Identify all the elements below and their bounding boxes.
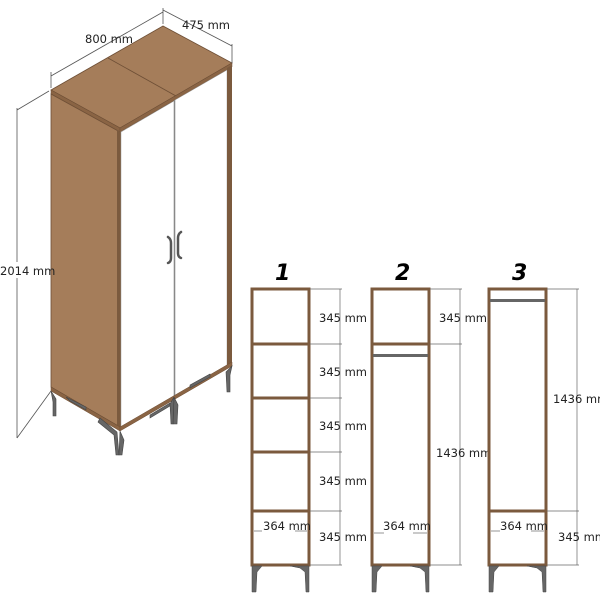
- shelf-height-label: 345 mm: [319, 474, 367, 488]
- section-number: 3: [512, 261, 527, 286]
- inner-width-label: 364 mm: [383, 519, 431, 533]
- wardrobe-side-panel: [50, 93, 121, 428]
- width-dimension-label: 800 mm: [85, 32, 133, 46]
- top-height-label: 345 mm: [439, 311, 487, 325]
- hanging-height-label: 1436 mm: [553, 392, 600, 406]
- section-number: 2: [395, 261, 410, 286]
- inner-width-label: 364 mm: [263, 519, 311, 533]
- height-dimension-label: 2014 mm: [0, 264, 55, 278]
- hanging-rail: [490, 299, 545, 302]
- section-1: 1 345 mm 345 mm 345 mm 345 mm: [250, 261, 367, 593]
- section-3: 3 1436 mm 345 mm 364 mm: [487, 261, 600, 593]
- wardrobe-3d-view: [50, 25, 233, 456]
- shelf-height-label: 345 mm: [319, 530, 367, 544]
- hanging-rail: [373, 354, 428, 357]
- shelf-height-label: 345 mm: [319, 365, 367, 379]
- shelf-height-label: 345 mm: [319, 419, 367, 433]
- door-handle-icon: [166, 235, 173, 265]
- depth-dimension-label: 475 mm: [182, 18, 230, 32]
- inner-width-label: 364 mm: [500, 519, 548, 533]
- right-door: [174, 69, 228, 397]
- section-1-frame: [250, 287, 311, 567]
- door-handle-icon: [176, 230, 183, 260]
- shelf-height-label: 345 mm: [319, 311, 367, 325]
- section-2: 2 345 mm 1436 mm 364 mm: [370, 261, 491, 593]
- wardrobe-legs: [50, 365, 233, 456]
- section-number: 1: [275, 261, 290, 286]
- bottom-height-label: 345 mm: [558, 530, 600, 544]
- left-door: [120, 100, 175, 428]
- hanging-height-label: 1436 mm: [436, 446, 491, 460]
